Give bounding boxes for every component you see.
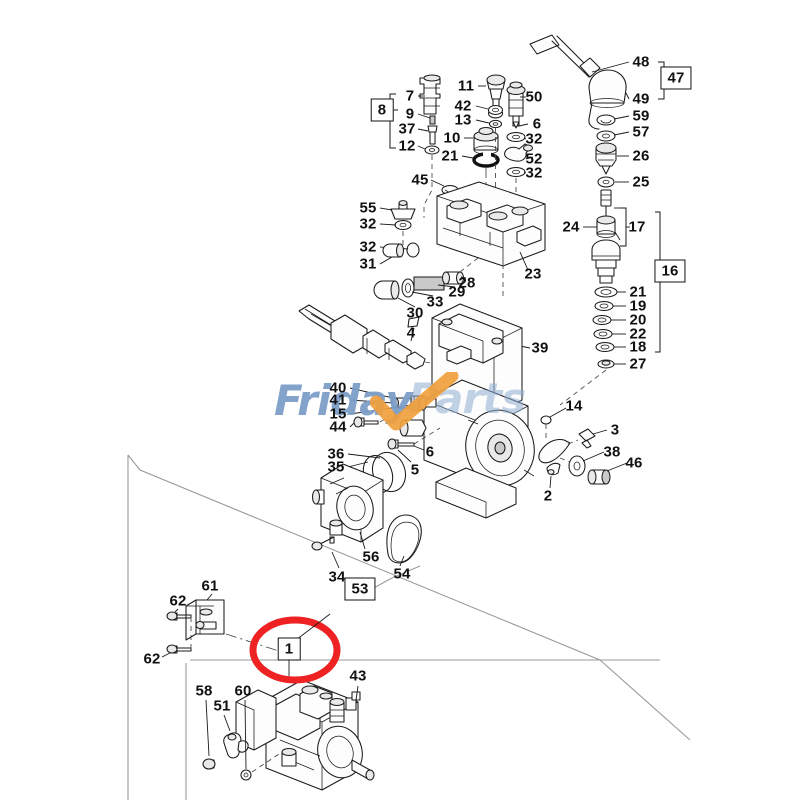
callout-9[interactable]: 9	[405, 105, 415, 123]
callout-36[interactable]: 36	[327, 445, 345, 463]
callout-32[interactable]: 32	[525, 130, 543, 148]
feed-pump-body	[311, 463, 422, 569]
callout-13[interactable]: 13	[454, 111, 472, 129]
callout-41[interactable]: 41	[329, 391, 347, 409]
callout-12[interactable]: 12	[398, 137, 416, 155]
callout-21[interactable]: 21	[629, 283, 647, 301]
group-61-62-bracket	[161, 593, 283, 658]
callout-44[interactable]: 44	[329, 418, 347, 436]
callout-59[interactable]: 59	[632, 107, 650, 125]
group-53-leader	[371, 565, 421, 590]
part-4-camshaft	[298, 304, 449, 370]
callout-2[interactable]: 2	[543, 487, 553, 505]
callout-31[interactable]: 31	[359, 255, 377, 273]
callout-4[interactable]: 4	[406, 324, 416, 342]
section-dividers	[127, 454, 691, 800]
callout-21[interactable]: 21	[441, 147, 459, 165]
callout-50[interactable]: 50	[525, 88, 543, 106]
callout-62[interactable]: 62	[143, 650, 161, 668]
group-58-51-60	[202, 699, 283, 781]
part-43-pump-assembly	[235, 679, 375, 791]
callout-56[interactable]: 56	[362, 548, 380, 566]
highlight-ellipse	[249, 616, 341, 684]
callout-38[interactable]: 38	[603, 443, 621, 461]
callout-37[interactable]: 37	[398, 120, 416, 138]
callout-54[interactable]: 54	[393, 565, 411, 583]
callout-24[interactable]: 24	[562, 218, 580, 236]
callout-47[interactable]: 47	[660, 66, 692, 90]
callout-52[interactable]: 52	[525, 150, 543, 168]
callout-14[interactable]: 14	[565, 397, 583, 415]
group-valve-stack	[461, 74, 506, 205]
callout-6[interactable]: 6	[532, 115, 542, 133]
callout-61[interactable]: 61	[201, 577, 219, 595]
group-8-assembly	[372, 74, 441, 218]
group-plunger-stack	[504, 81, 534, 200]
callout-19[interactable]: 19	[629, 297, 647, 315]
callout-46[interactable]: 46	[625, 454, 643, 472]
callout-49[interactable]: 49	[632, 90, 650, 108]
callout-33[interactable]: 33	[426, 293, 444, 311]
callout-25[interactable]: 25	[632, 173, 650, 191]
callout-39[interactable]: 39	[531, 339, 549, 357]
callout-43[interactable]: 43	[349, 667, 367, 685]
callout-42[interactable]: 42	[454, 97, 472, 115]
callout-51[interactable]: 51	[213, 697, 231, 715]
callout-55[interactable]: 55	[359, 199, 377, 217]
callout-11[interactable]: 11	[457, 77, 475, 95]
callout-8[interactable]: 8	[370, 98, 394, 122]
part-23-housing	[436, 181, 546, 300]
callout-34[interactable]: 34	[328, 568, 346, 586]
callout-30[interactable]: 30	[406, 304, 424, 322]
callout-32[interactable]: 32	[359, 238, 377, 256]
callout-3[interactable]: 3	[610, 421, 620, 439]
callout-48[interactable]: 48	[632, 53, 650, 71]
callout-17[interactable]: 17	[628, 218, 646, 236]
pump-body-main	[399, 303, 535, 519]
callout-28[interactable]: 28	[458, 274, 476, 292]
callout-26[interactable]: 26	[632, 147, 650, 165]
callout-57[interactable]: 57	[632, 123, 650, 141]
callout-18[interactable]: 18	[629, 338, 647, 356]
callout-27[interactable]: 27	[629, 355, 647, 373]
callout-32[interactable]: 32	[359, 215, 377, 233]
callout-60[interactable]: 60	[234, 682, 252, 700]
callout-6[interactable]: 6	[425, 443, 435, 461]
callout-16[interactable]: 16	[654, 259, 686, 283]
callout-5[interactable]: 5	[410, 461, 420, 479]
callout-15[interactable]: 15	[329, 405, 347, 423]
callout-35[interactable]: 35	[327, 458, 345, 476]
callout-23[interactable]: 23	[524, 265, 542, 283]
callout-58[interactable]: 58	[195, 682, 213, 700]
callout-40[interactable]: 40	[329, 379, 347, 397]
callout-1[interactable]: 1	[277, 637, 301, 661]
callout-7[interactable]: 7	[405, 87, 415, 105]
callout-20[interactable]: 20	[629, 311, 647, 329]
callout-10[interactable]: 10	[443, 129, 461, 147]
callout-45[interactable]: 45	[411, 171, 429, 189]
group-6-5	[387, 427, 441, 463]
callout-32[interactable]: 32	[525, 164, 543, 182]
callout-53[interactable]: 53	[344, 577, 376, 601]
callout-29[interactable]: 29	[448, 283, 466, 301]
group-47-solenoid	[529, 34, 666, 188]
callout-62[interactable]: 62	[169, 592, 187, 610]
callout-22[interactable]: 22	[629, 325, 647, 343]
group-linkage-right	[538, 407, 628, 489]
